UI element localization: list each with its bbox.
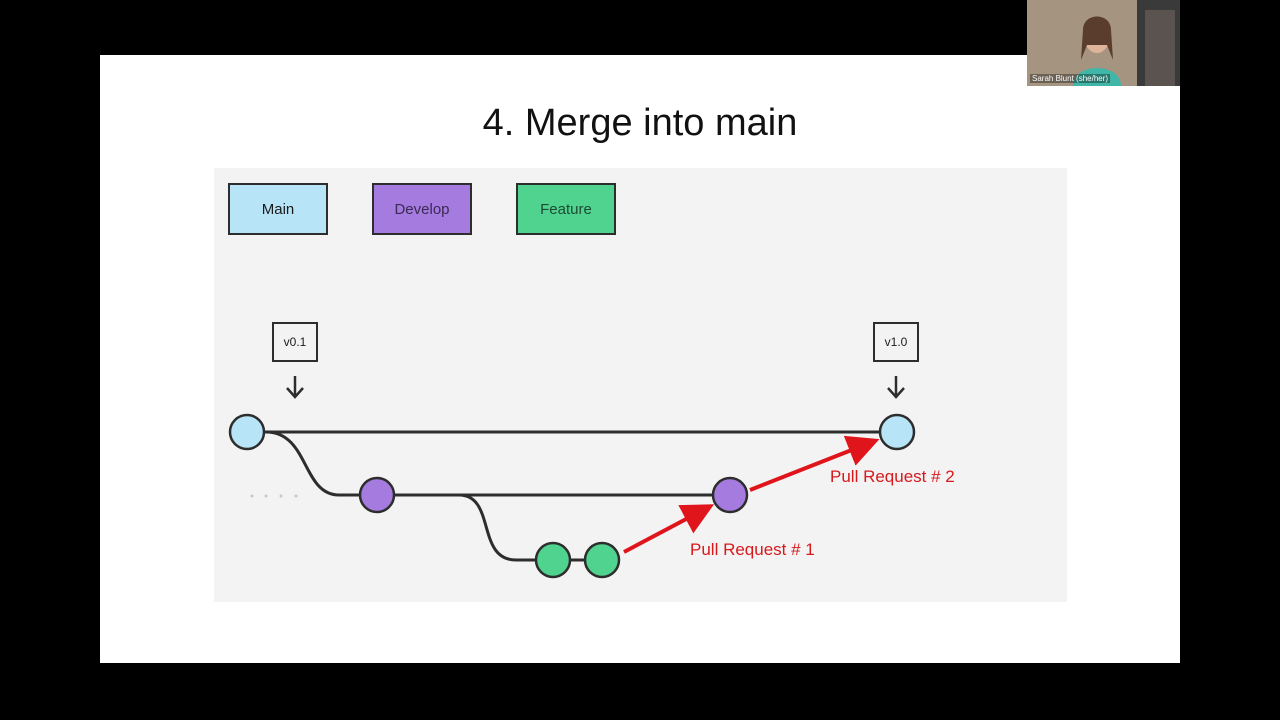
feature-branch-curve [458,493,553,562]
pull-request-1-arrow [623,504,715,554]
pull-request-2-arrow [749,435,880,492]
develop-commit-1 [358,476,396,514]
participant-name-label: Sarah Blunt (she/her) [1030,74,1111,83]
presentation-slide: 4. Merge into main Main Develop Feature … [100,55,1180,663]
develop-commit-2 [711,476,749,514]
feature-commit-1 [534,541,572,579]
develop-branch-curve [265,430,377,497]
feature-commit-2 [583,541,621,579]
git-flow-diagram: Main Develop Feature v0.1 v1.0 [214,168,1067,602]
slide-title: 4. Merge into main [482,102,798,144]
tag-v1-0-arrow [887,376,905,399]
branch-graph [228,376,916,579]
tag-v0-1: v0.1 [272,322,318,362]
pull-request-1-label: Pull Request # 1 [690,540,815,559]
tag-v0-1-arrow [286,376,304,399]
legend-feature: Feature [516,183,616,235]
participant-video-tile[interactable]: Sarah Blunt (she/her) [1027,0,1180,86]
tag-v1-0: v1.0 [873,322,919,362]
participant-video-feed [1027,0,1180,86]
legend-main: Main [228,183,328,235]
prior-history-dots [250,494,298,498]
main-commit-v0-1 [228,413,266,451]
legend-develop: Develop [372,183,472,235]
main-commit-v1-0 [878,413,916,451]
pull-request-2-label: Pull Request # 2 [830,467,955,486]
